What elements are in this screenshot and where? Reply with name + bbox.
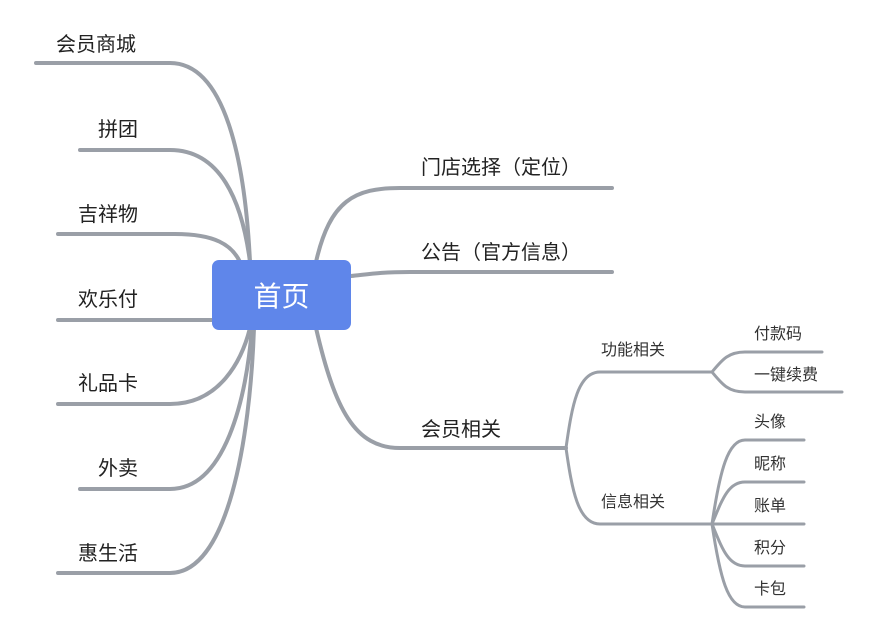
leaf-points[interactable]: 积分 [754, 538, 787, 557]
branch-happy-pay[interactable]: 欢乐付 [78, 287, 138, 311]
connector-info-item-1 [710, 480, 806, 526]
branch-mascot[interactable]: 吉祥物 [78, 202, 138, 226]
leaf-card-wallet[interactable]: 卡包 [754, 579, 787, 598]
leaf-payment-code[interactable]: 付款码 [754, 324, 803, 343]
branch-takeout[interactable]: 外卖 [98, 456, 138, 480]
root-node[interactable]: 首页 [212, 260, 351, 330]
connector-right-1 [349, 270, 614, 278]
connector-left-5 [78, 326, 254, 491]
branch-gift-card[interactable]: 礼品卡 [78, 371, 138, 395]
branch-group-buy[interactable]: 拼团 [98, 117, 138, 141]
connector-function-item-0 [710, 350, 824, 374]
branch-life-benefits[interactable]: 惠生活 [78, 541, 138, 565]
sub-branch-function[interactable]: 功能相关 [601, 340, 666, 359]
leaf-nickname[interactable]: 昵称 [754, 454, 787, 473]
branch-store-select[interactable]: 门店选择（定位） [421, 155, 581, 179]
connector-left-1 [78, 148, 252, 264]
connector-left-4 [56, 326, 252, 406]
branch-announcement[interactable]: 公告（官方信息） [421, 240, 581, 264]
leaf-avatar[interactable]: 头像 [754, 412, 787, 431]
leaf-bill[interactable]: 账单 [754, 496, 787, 515]
connector-right-0 [314, 186, 614, 264]
connector-info-item-4 [710, 522, 806, 609]
connector-info-item-0 [710, 438, 806, 526]
connector-info [564, 446, 714, 526]
connector-function-item-1 [710, 370, 844, 394]
connector-left-2 [56, 232, 242, 264]
connector-left-0 [34, 61, 252, 264]
branch-member-related[interactable]: 会员相关 [421, 417, 501, 441]
connector-function [564, 370, 714, 450]
leaf-one-click-renew[interactable]: 一键续费 [754, 365, 819, 384]
connector-left-6 [56, 326, 256, 575]
sub-branch-info[interactable]: 信息相关 [601, 492, 666, 511]
connector-info-item-3 [710, 522, 806, 568]
connector-right-2 [314, 326, 568, 450]
branch-member-mall[interactable]: 会员商城 [56, 32, 136, 56]
